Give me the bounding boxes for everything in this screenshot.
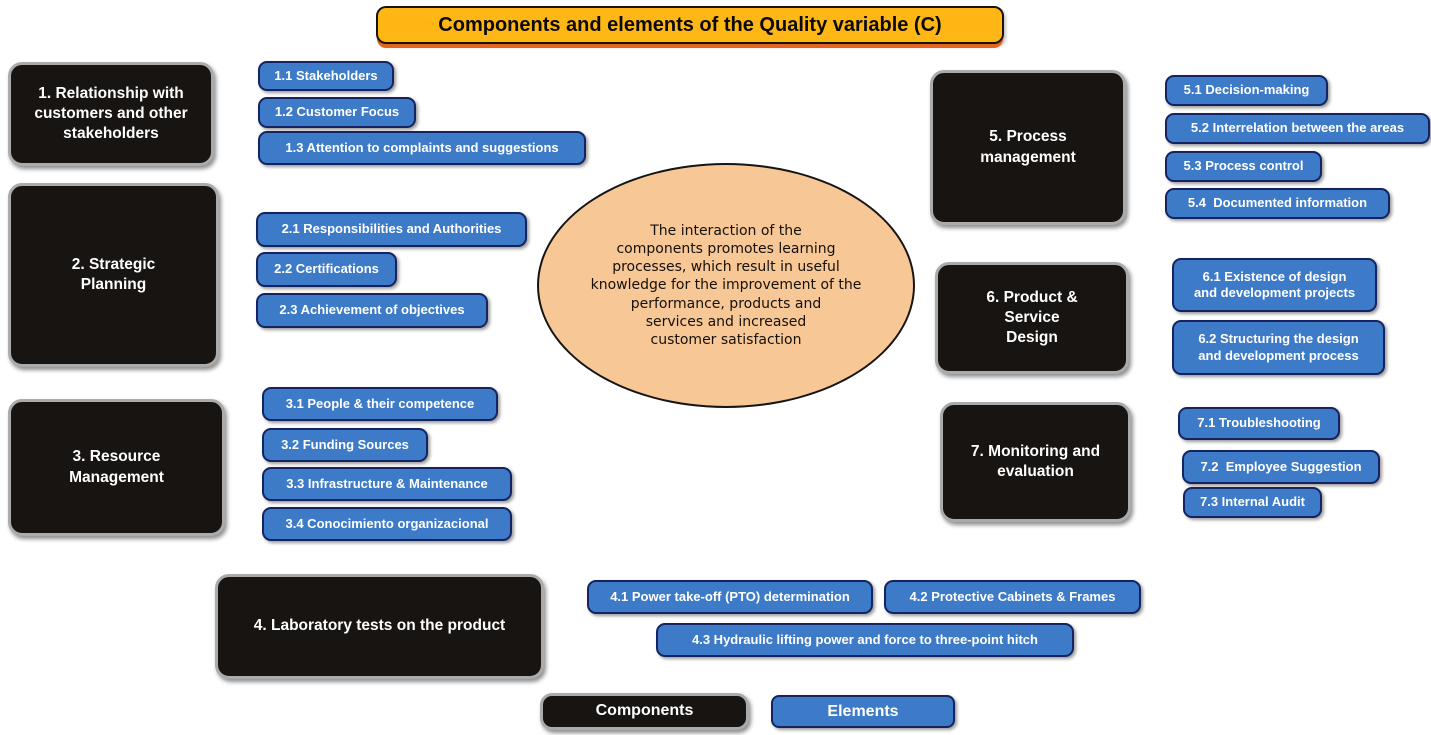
legend-elements-box: Elements [771, 695, 955, 728]
element-4-2: 4.2 Protective Cabinets & Frames [884, 580, 1141, 614]
component-7: 7. Monitoring and evaluation [940, 402, 1131, 522]
element-5-2: 5.2 Interrelation between the areas [1165, 113, 1430, 144]
central-ellipse-text: The interaction of the components promot… [590, 222, 862, 348]
element-3-1: 3.1 People & their competence [262, 387, 498, 421]
component-4: 4. Laboratory tests on the product [215, 574, 544, 679]
element-6-2: 6.2 Structuring the design and developme… [1172, 320, 1385, 375]
element-7-3: 7.3 Internal Audit [1183, 487, 1322, 518]
diagram-title: Components and elements of the Quality v… [376, 6, 1004, 44]
element-3-3: 3.3 Infrastructure & Maintenance [262, 467, 512, 501]
component-2: 2. Strategic Planning [8, 183, 219, 367]
component-6: 6. Product & Service Design [935, 262, 1129, 374]
element-2-1: 2.1 Responsibilities and Authorities [256, 212, 527, 247]
element-7-1: 7.1 Troubleshooting [1178, 407, 1340, 440]
component-1: 1. Relationship with customers and other… [8, 62, 214, 166]
element-2-3: 2.3 Achievement of objectives [256, 293, 488, 328]
element-3-2: 3.2 Funding Sources [262, 428, 428, 462]
element-4-1: 4.1 Power take-off (PTO) determination [587, 580, 873, 614]
element-4-3: 4.3 Hydraulic lifting power and force to… [656, 623, 1074, 657]
element-5-4: 5.4 Documented information [1165, 188, 1390, 219]
element-6-1: 6.1 Existence of design and development … [1172, 258, 1377, 312]
element-1-3: 1.3 Attention to complaints and suggesti… [258, 131, 586, 165]
central-ellipse: The interaction of the components promot… [537, 163, 915, 408]
element-1-2: 1.2 Customer Focus [258, 97, 416, 128]
element-1-1: 1.1 Stakeholders [258, 61, 394, 91]
element-5-3: 5.3 Process control [1165, 151, 1322, 182]
element-2-2: 2.2 Certifications [256, 252, 397, 287]
component-5: 5. Process management [930, 70, 1126, 225]
component-3: 3. Resource Management [8, 399, 225, 536]
element-5-1: 5.1 Decision-making [1165, 75, 1328, 106]
element-3-4: 3.4 Conocimiento organizacional [262, 507, 512, 541]
element-7-2: 7.2 Employee Suggestion [1182, 450, 1380, 484]
legend-components-box: Components [540, 693, 749, 730]
